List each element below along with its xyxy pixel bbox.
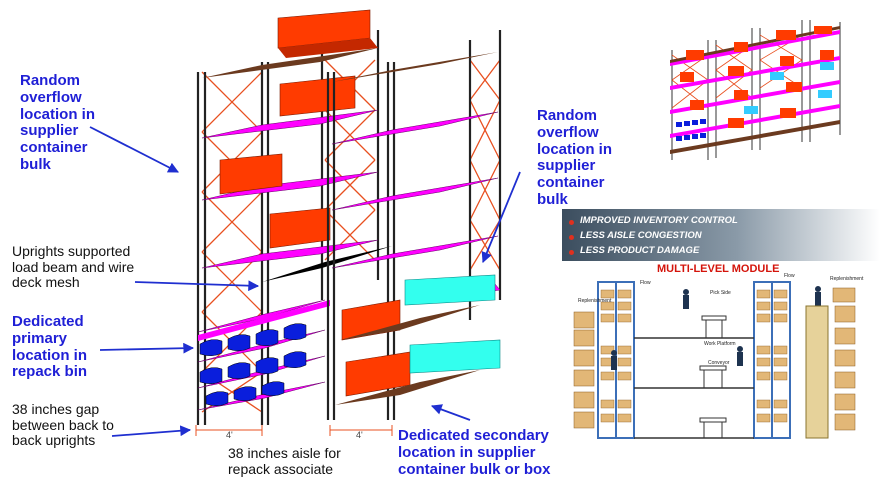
label-uprights-supported: Uprights supported load beam and wire de… <box>12 243 135 291</box>
multi-level-module-illustration <box>573 281 856 439</box>
arrow-gap <box>111 425 192 437</box>
pick-side-label: Pick Side <box>710 290 731 296</box>
right-width-label: 4' <box>356 430 363 440</box>
benefit-item: LESS PRODUCT DAMAGE <box>580 245 700 256</box>
label-gap-back-uprights: 38 inches gap between back to back uprig… <box>12 401 114 449</box>
label-dedicated-secondary: Dedicated secondary location in supplier… <box>398 427 551 478</box>
conveyor-label: Conveyor <box>708 360 730 366</box>
flow-right-label: Flow <box>784 273 795 279</box>
bullet-icon <box>569 250 574 255</box>
flow-left-label: Flow <box>640 280 651 286</box>
left-red-boxes <box>219 9 378 249</box>
dimension-markers <box>195 425 393 436</box>
arrow-uprights <box>134 280 260 292</box>
right-shelf-4 <box>331 235 499 269</box>
right-top-shelf <box>332 52 498 82</box>
repack-bins <box>199 323 307 406</box>
label-aisle-repack: 38 inches aisle for repack associate <box>228 445 341 477</box>
arrow-primary <box>99 342 195 354</box>
work-platform-label: Work Platform <box>704 341 736 347</box>
callout-arrows <box>89 126 521 437</box>
left-width-label: 4' <box>226 430 233 440</box>
label-random-overflow-left: Random overflow location in supplier con… <box>20 72 95 173</box>
bullet-icon <box>569 235 574 240</box>
right-shelf-2 <box>331 111 499 145</box>
left-top-shelf <box>202 48 378 78</box>
label-random-overflow-right: Random overflow location in supplier con… <box>537 107 612 208</box>
arrow-overflow-right <box>481 171 521 263</box>
multi-level-module-title: MULTI-LEVEL MODULE <box>657 263 780 275</box>
label-dedicated-primary: Dedicated primary location in repack bin <box>12 313 88 381</box>
left-rack <box>196 9 392 425</box>
replenishment-right-label: Replenishment <box>830 276 864 282</box>
benefits-banner: IMPROVED INVENTORY CONTROL LESS AISLE CO… <box>562 209 880 261</box>
right-rack-braces <box>469 59 501 271</box>
arrow-overflow-left <box>89 126 179 173</box>
benefit-item: LESS AISLE CONGESTION <box>580 230 702 241</box>
cyan-boxes <box>404 274 501 374</box>
replenishment-left-label: Replenishment <box>578 298 612 304</box>
right-rack <box>326 30 502 420</box>
mini-rack-inset <box>668 18 880 163</box>
bullet-icon <box>569 220 574 225</box>
arrow-secondary <box>430 404 471 421</box>
benefit-item: IMPROVED INVENTORY CONTROL <box>580 215 738 226</box>
right-shelf-3 <box>331 177 499 211</box>
